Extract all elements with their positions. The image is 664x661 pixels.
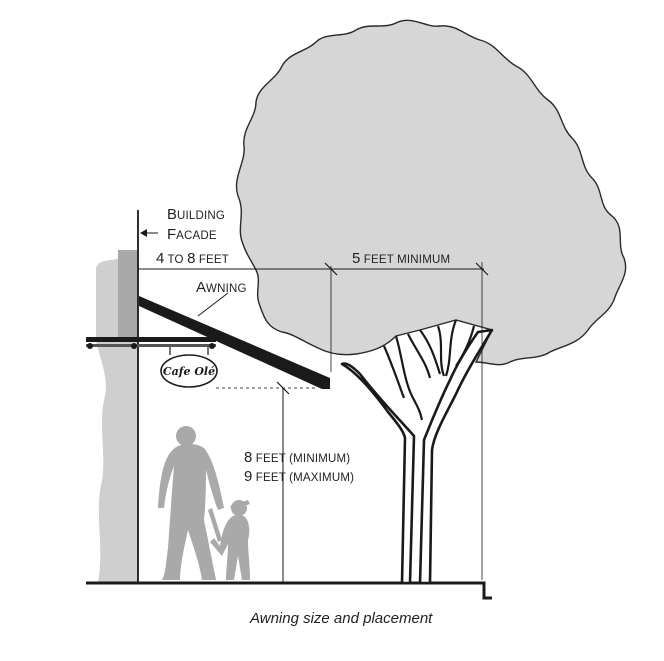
label-awning: AWNING (196, 279, 247, 296)
bracket-knob-right (209, 343, 215, 349)
label-building: BUILDING (167, 206, 225, 223)
awning-leader (197, 292, 229, 317)
tree-branches (382, 319, 476, 421)
figure-caption: Awning size and placement (249, 610, 433, 627)
building-wall-dark (118, 250, 138, 338)
cafe-sign (160, 354, 218, 388)
label-height-min: 8 FEET (MINIMUM) (244, 449, 350, 466)
label-height-max: 9 FEET (MAXIMUM) (244, 468, 354, 485)
tree-canopy (235, 19, 627, 366)
label-tree-clearance: 5 FEET MINIMUM (352, 250, 450, 267)
cafe-sign-text: Cafe Olé (163, 365, 215, 378)
tree-trunk (340, 328, 494, 585)
facade-arrow-head (140, 229, 147, 237)
label-awning-depth: 4 TO 8 FEET (156, 250, 229, 267)
bracket-knob-mid (131, 343, 137, 349)
label-facade: FACADE (167, 226, 217, 243)
awning-shape (139, 296, 330, 389)
ground-line (86, 581, 492, 600)
pedestrians (158, 426, 250, 580)
sign-bracket-lower (86, 344, 216, 347)
bracket-knob-left (87, 343, 93, 349)
dim-tick-height (276, 381, 290, 395)
sign-bracket (86, 337, 216, 342)
